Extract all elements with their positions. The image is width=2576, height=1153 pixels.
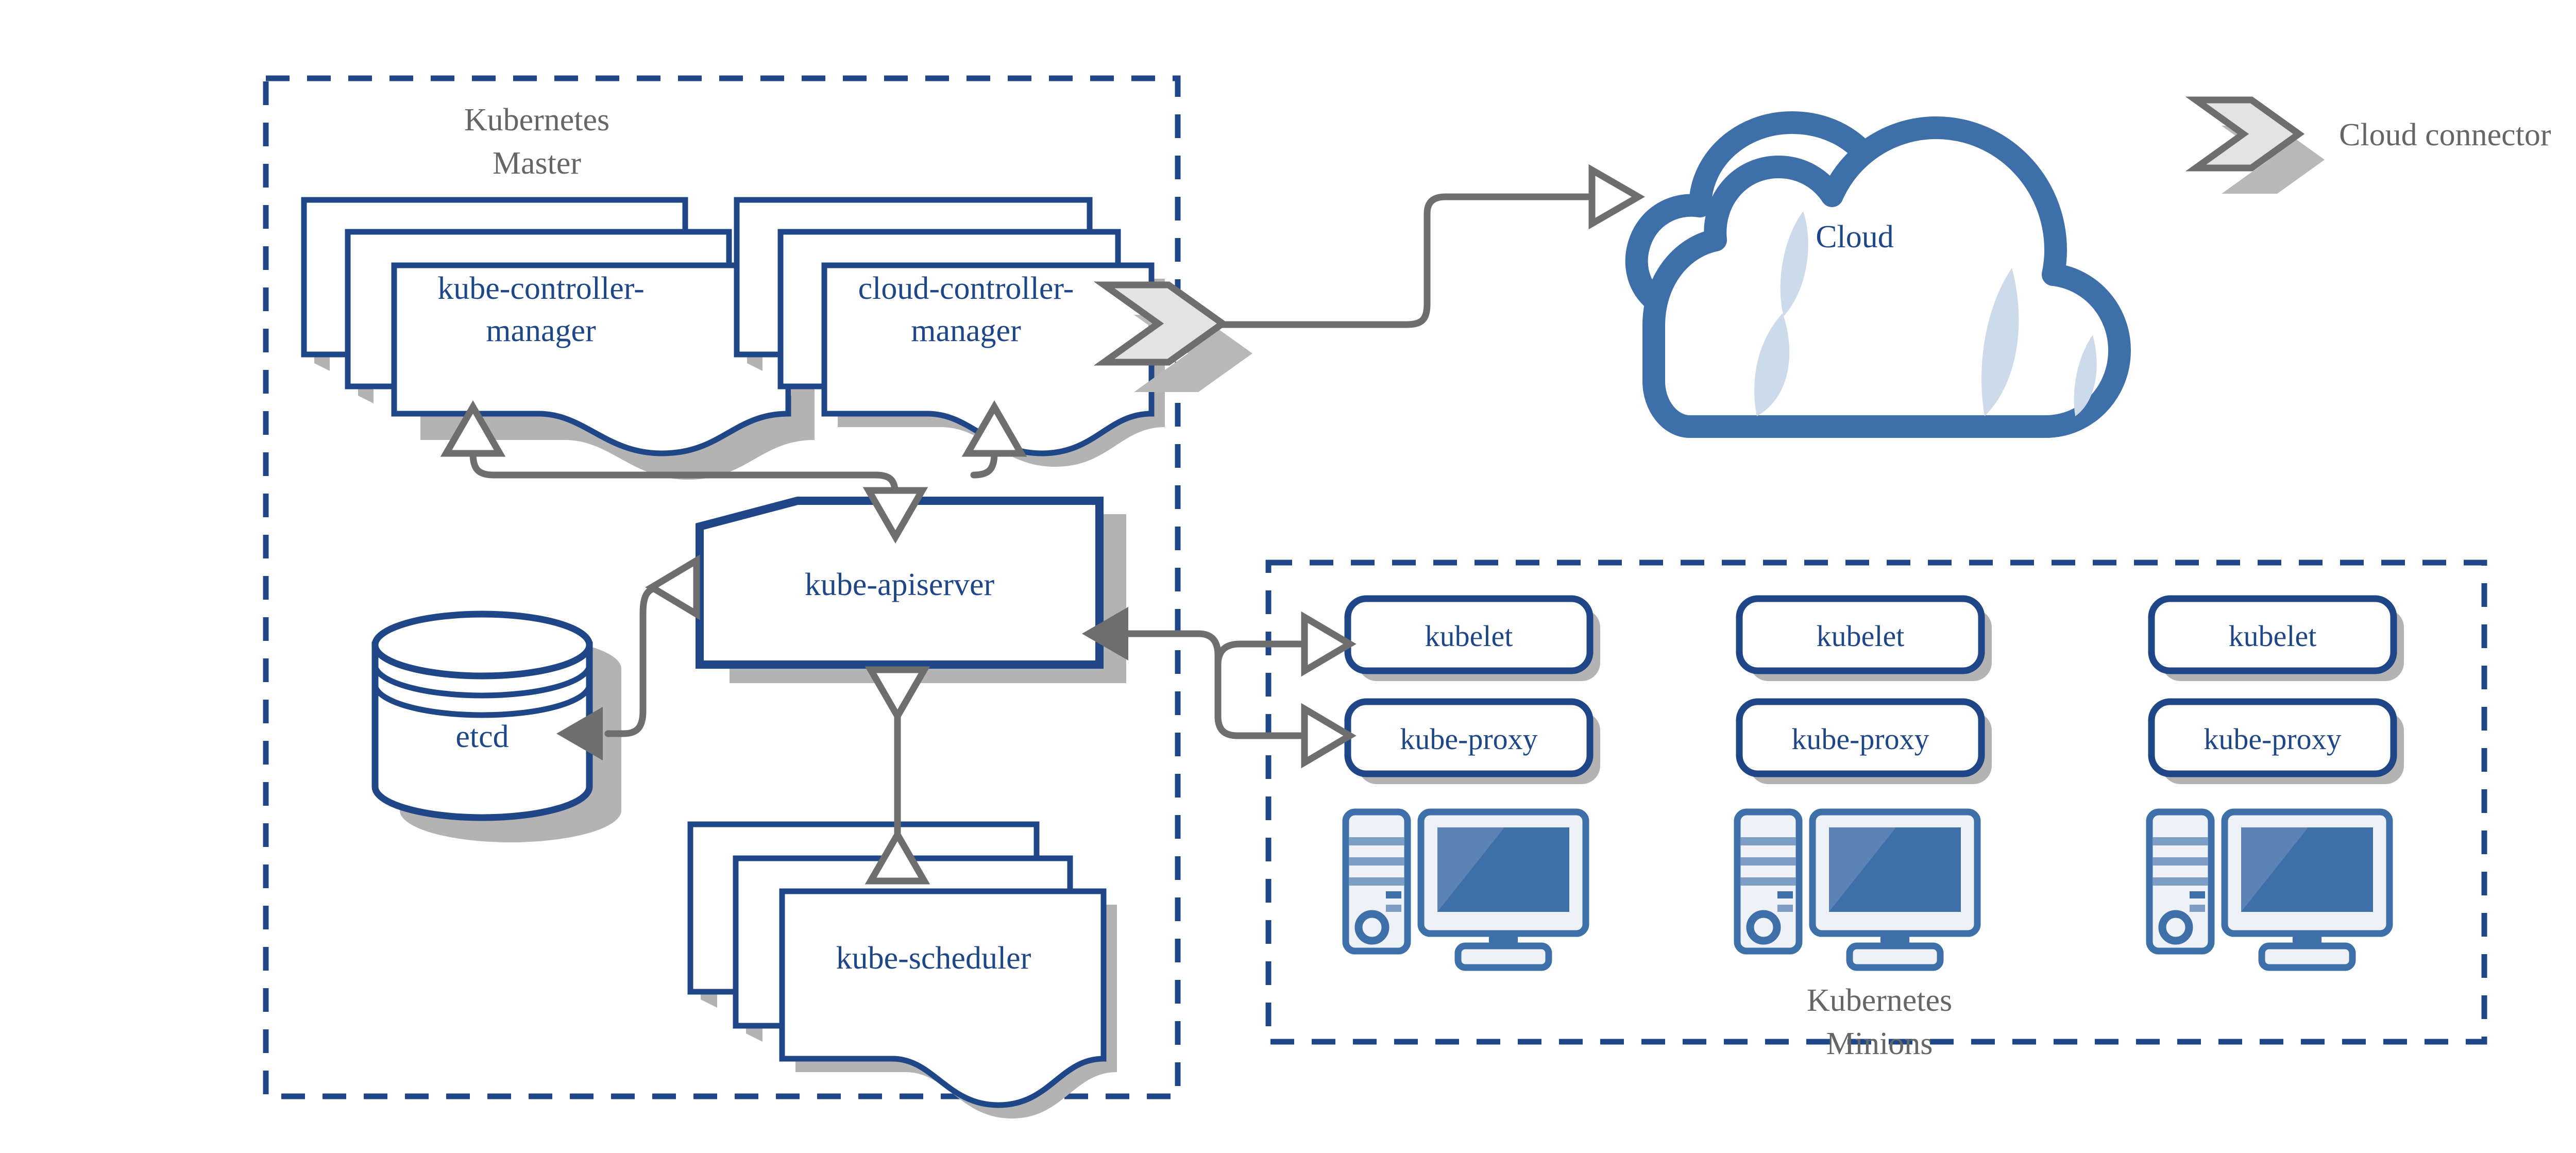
kube-controller-manager-node[interactable]: kube-controller- manager bbox=[301, 197, 815, 480]
kube-controller-manager-label-line2: manager bbox=[486, 313, 596, 348]
kube-apiserver-shape bbox=[696, 497, 1104, 669]
minion-1-kubelet-box[interactable] bbox=[1344, 595, 1594, 674]
minion-3-kubelet-box[interactable] bbox=[2148, 595, 2397, 674]
kube-controller-manager-label-line1: kube-controller- bbox=[437, 271, 645, 306]
cloud-controller-manager-node[interactable]: cloud-controller- manager bbox=[734, 197, 1165, 467]
minion-3-desktop-computer-icon bbox=[2146, 808, 2393, 971]
cloud-node[interactable]: Cloud bbox=[1625, 111, 2131, 438]
connector-controllers-to-apiserver bbox=[440, 400, 1027, 544]
kubernetes-master-label-line2: Master bbox=[493, 146, 582, 181]
kube-scheduler-label: kube-scheduler bbox=[836, 941, 1031, 976]
kubernetes-master-group-box bbox=[263, 75, 1181, 1099]
minion-3-kube-proxy-box[interactable] bbox=[2148, 698, 2397, 777]
etcd-rim-line-2 bbox=[372, 684, 592, 718]
minion-2-kubelet-label: kubelet bbox=[1817, 619, 1905, 653]
minion-node-3[interactable]: kubelet kube-proxy bbox=[2146, 595, 2404, 971]
kube-apiserver-label: kube-apiserver bbox=[805, 567, 995, 602]
minion-node-2[interactable]: kubelet kube-proxy bbox=[1734, 595, 1992, 971]
cloud-connector-chevron[interactable] bbox=[1093, 281, 1252, 392]
etcd-label: etcd bbox=[455, 719, 509, 754]
cloud-controller-manager-label-line1: cloud-controller- bbox=[858, 271, 1074, 306]
connector-apiserver-etcd bbox=[556, 554, 700, 760]
minion-2-kube-proxy-box[interactable] bbox=[1736, 698, 1985, 777]
etcd-rim-line-1 bbox=[372, 664, 592, 699]
cloud-controller-manager-label-line2: manager bbox=[911, 313, 1021, 348]
kube-controller-manager-sheet-front bbox=[391, 262, 791, 456]
kubernetes-master-label-line1: Kubernetes bbox=[464, 103, 609, 138]
minion-node-1[interactable]: kubelet kube-proxy bbox=[1342, 595, 1600, 971]
minion-2-desktop-computer-icon bbox=[1734, 808, 1981, 971]
connector-cloud-controller-to-cloud bbox=[1217, 164, 1645, 328]
cloud-controller-manager-sheet-front bbox=[821, 262, 1155, 456]
connector-minions-to-apiserver bbox=[1082, 607, 1357, 769]
legend: Cloud connector bbox=[2185, 96, 2551, 194]
etcd-body bbox=[371, 641, 593, 821]
legend-chevron-connector-icon bbox=[2185, 96, 2305, 172]
etcd-top-rim bbox=[371, 611, 593, 680]
connector-apiserver-scheduler bbox=[865, 666, 930, 885]
legend-cloud-connector-label: Cloud connector bbox=[2339, 117, 2551, 152]
minion-2-kubelet-box[interactable] bbox=[1736, 595, 1985, 674]
kube-scheduler-node[interactable]: kube-scheduler bbox=[687, 821, 1117, 1118]
minion-1-kube-proxy-label: kube-proxy bbox=[1400, 722, 1537, 756]
minion-3-kubelet-label: kubelet bbox=[2229, 619, 2317, 653]
minion-1-kubelet-label: kubelet bbox=[1425, 619, 1513, 653]
cloud-highlights bbox=[1754, 211, 2097, 416]
minion-1-desktop-computer-icon bbox=[1342, 808, 1589, 971]
etcd-node[interactable]: etcd bbox=[371, 611, 621, 842]
kubernetes-minions-group-box bbox=[1265, 559, 2487, 1045]
kubernetes-minions-label-line2: Minions bbox=[1826, 1026, 1933, 1061]
minion-3-kube-proxy-label: kube-proxy bbox=[2204, 722, 2341, 756]
kube-scheduler-sheet-front bbox=[779, 888, 1107, 1108]
minion-2-kube-proxy-label: kube-proxy bbox=[1791, 722, 1929, 756]
legend-item-cloud-connector[interactable]: Cloud connector bbox=[2185, 96, 2551, 194]
kube-apiserver-node[interactable]: kube-apiserver bbox=[696, 497, 1126, 683]
cloud-label: Cloud bbox=[1816, 219, 1894, 255]
kubernetes-minions-label-line1: Kubernetes bbox=[1807, 983, 1952, 1018]
cloud-connector-chevron-shape bbox=[1093, 281, 1229, 366]
